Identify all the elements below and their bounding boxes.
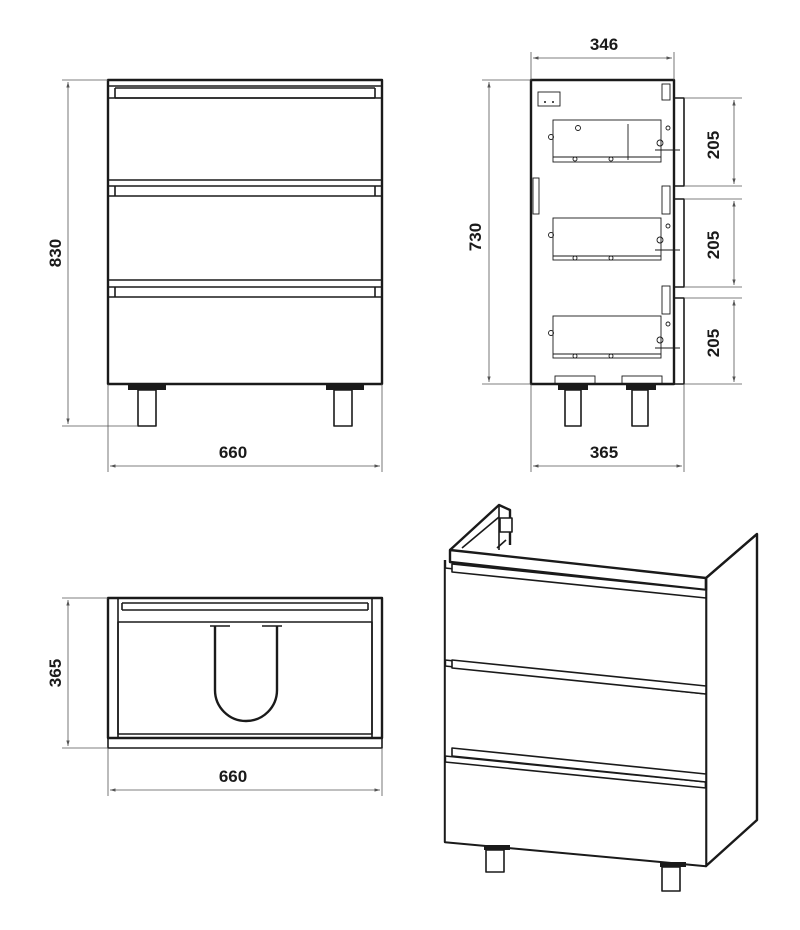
top-outline — [106, 596, 384, 740]
top-width-label: 660 — [219, 767, 247, 786]
side-bottom-depth-dimension: 365 — [530, 384, 685, 472]
iso-legs — [484, 845, 686, 892]
side-height-label: 730 — [466, 223, 485, 251]
front-drawer-1 — [107, 87, 383, 181]
front-width-dimension: 660 — [107, 384, 383, 472]
front-drawer-2 — [108, 185, 382, 281]
side-body-outline — [529, 78, 676, 386]
side-top-depth-dimension: 346 — [530, 35, 675, 80]
side-hardware — [532, 83, 680, 385]
side-drawer-boxes — [552, 119, 662, 359]
top-view: 365 660 — [46, 596, 384, 796]
iso-drawer-3 — [444, 761, 707, 867]
iso-side-panel — [704, 532, 759, 868]
top-depth-dimension: 365 — [46, 597, 108, 749]
drawer-3-height-label: 205 — [704, 329, 723, 357]
front-height-dimension: 830 — [46, 79, 138, 427]
front-cabinet-outline — [106, 78, 384, 386]
drawer-1-height-label: 205 — [704, 131, 723, 159]
side-drawer-dimensions: 205 205 205 — [684, 97, 742, 385]
top-depth-label: 365 — [46, 659, 65, 687]
side-height-dimension: 730 — [466, 79, 531, 385]
drawer-2-height-label: 205 — [704, 231, 723, 259]
side-view: 346 730 365 205 205 — [466, 35, 742, 472]
siphon-cutout — [213, 626, 279, 723]
front-width-label: 660 — [219, 443, 247, 462]
top-width-dimension: 660 — [107, 748, 383, 796]
side-drawer-fronts — [673, 97, 685, 385]
front-view: 830 660 — [46, 78, 384, 472]
isometric-view — [443, 503, 759, 892]
side-bottom-depth-label: 365 — [590, 443, 618, 462]
front-height-label: 830 — [46, 239, 65, 267]
front-legs — [128, 384, 364, 427]
front-drawer-3 — [108, 286, 382, 298]
side-top-depth-label: 346 — [590, 35, 618, 54]
iso-mount-bracket — [499, 517, 513, 533]
side-legs — [558, 384, 656, 427]
